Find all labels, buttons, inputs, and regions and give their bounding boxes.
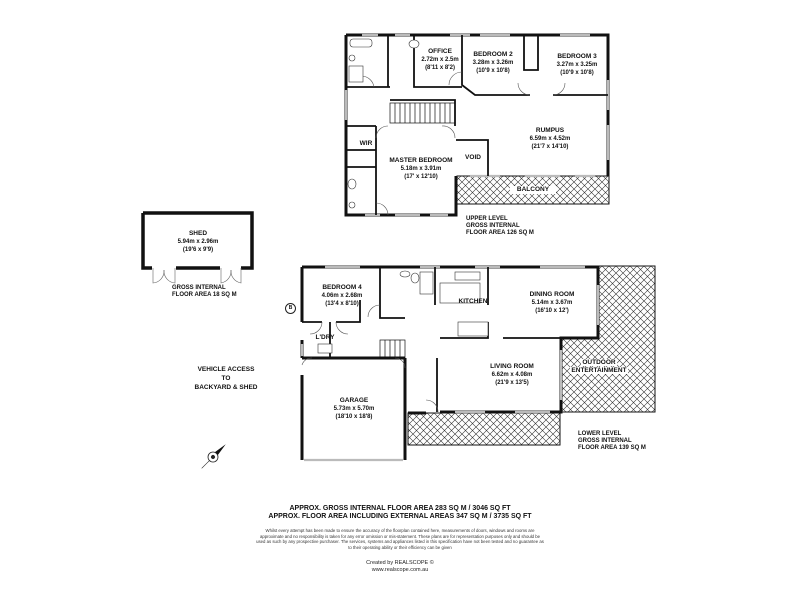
room-label-master-bedroom: MASTER BEDROOM 5.18m x 3.91m (17' x 12'1… xyxy=(389,157,453,180)
vehicle-access-note: VEHICLE ACCESS TO BACKYARD & SHED xyxy=(194,366,258,391)
credit-text: Created by REALSCOPE © www.realscope.com… xyxy=(366,560,434,573)
room-label-outdoor-entertainment: OUTDOOR ENTERTAINMENT xyxy=(570,359,628,374)
shed-area-note: GROSS INTERNAL FLOOR AREA 18 SQ M xyxy=(172,285,237,298)
upper-level-area-note: UPPER LEVEL GROSS INTERNAL FLOOR AREA 12… xyxy=(466,216,534,236)
room-label-void: VOID xyxy=(465,154,481,161)
room-label-shed: SHED 5.94m x 2.96m (19'6 x 9'9) xyxy=(177,230,219,253)
disclaimer-text: Whilst every attempt has been made to en… xyxy=(256,528,544,550)
upper-level-plan xyxy=(344,33,610,217)
room-label-bedroom-2: BEDROOM 2 3.28m x 3.26m (10'9 x 10'8) xyxy=(472,51,514,74)
room-label-wir: WIR xyxy=(359,140,373,147)
room-label-kitchen: KITCHEN xyxy=(458,298,488,305)
marker-b-icon: B xyxy=(285,303,296,314)
room-label-balcony: BALCONY xyxy=(510,186,556,194)
room-label-living-room: LIVING ROOM 6.62m x 4.08m (21'9 x 13'5) xyxy=(490,363,534,386)
room-label-garage: GARAGE 5.73m x 5.70m (18'10 x 18'8) xyxy=(333,397,375,420)
compass-icon xyxy=(201,444,226,469)
front-patio-area xyxy=(407,412,561,446)
room-label-bedroom-4: BEDROOM 4 4.06m x 2.68m (13'4 x 8'10) xyxy=(321,284,363,307)
room-label-bedroom-3: BEDROOM 3 3.27m x 3.25m (10'9 x 10'8) xyxy=(556,53,598,76)
room-label-laundry: L'DRY xyxy=(315,334,335,341)
room-label-office: OFFICE 2.72m x 2.5m (8'11 x 8'2) xyxy=(421,48,459,71)
lower-level-plan xyxy=(300,265,656,462)
shed-plan xyxy=(141,211,254,284)
room-label-rumpus: RUMPUS 6.59m x 4.52m (21'7 x 14'10) xyxy=(529,127,571,150)
total-floor-area: APPROX. GROSS INTERNAL FLOOR AREA 283 SQ… xyxy=(268,505,532,520)
room-label-dining-room: DINING ROOM 5.14m x 3.67m (16'10 x 12') xyxy=(529,291,575,314)
lower-level-area-note: LOWER LEVEL GROSS INTERNAL FLOOR AREA 13… xyxy=(578,431,646,451)
